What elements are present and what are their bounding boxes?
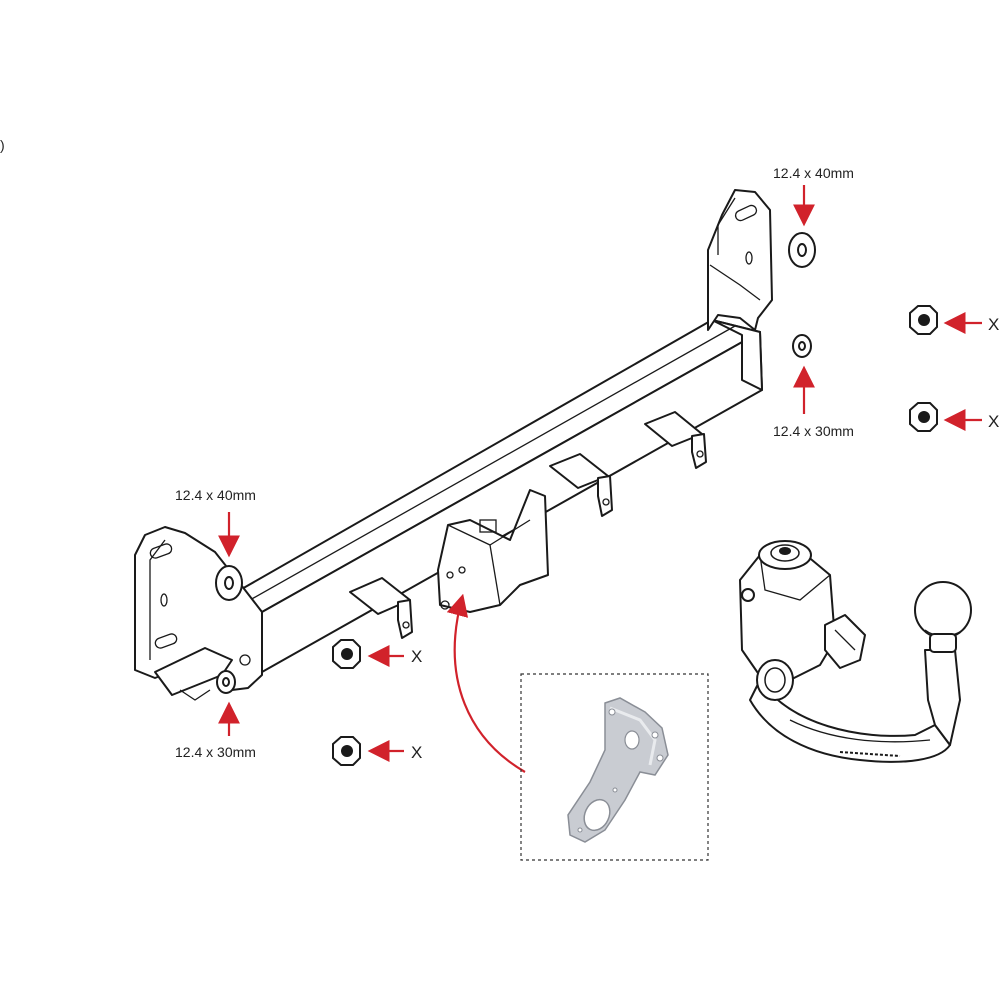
nut-marker: X xyxy=(988,412,999,431)
washer-icon xyxy=(788,232,816,268)
label-washer-top-right: 12.4 x 40mm xyxy=(773,165,854,181)
nut-left-bottom: X xyxy=(332,736,422,766)
beam-bracket-mid xyxy=(549,453,613,517)
washer-icon xyxy=(215,565,243,601)
tow-ball-icon xyxy=(739,540,972,763)
detail-pointer-arrow xyxy=(446,593,526,773)
label-washer-top-left: 12.4 x 40mm xyxy=(175,487,256,503)
nut-icon xyxy=(909,402,938,432)
socket-plate-detail xyxy=(520,673,709,861)
corner-mark: ) xyxy=(0,137,5,153)
nut-right-top: X xyxy=(909,305,999,335)
cross-beam xyxy=(239,319,763,673)
beam-bracket-left xyxy=(349,577,413,639)
nut-icon xyxy=(332,736,361,766)
nut-left-top: X xyxy=(332,639,422,669)
right-mounting-bracket xyxy=(707,189,773,331)
nut-marker: X xyxy=(411,743,422,762)
nut-marker: X xyxy=(411,647,422,666)
socket-plate-icon xyxy=(567,697,669,843)
left-mounting-bracket xyxy=(134,526,263,701)
washer-icon xyxy=(216,670,236,694)
nut-right-bottom: X xyxy=(909,402,999,432)
label-washer-mid-right: 12.4 x 30mm xyxy=(773,423,854,439)
label-washer-bottom-left: 12.4 x 30mm xyxy=(175,744,256,760)
nut-icon xyxy=(332,639,361,669)
nut-marker: X xyxy=(988,315,999,334)
washer-icon xyxy=(792,334,812,358)
nut-icon xyxy=(909,305,938,335)
beam-bracket-right xyxy=(644,411,707,469)
